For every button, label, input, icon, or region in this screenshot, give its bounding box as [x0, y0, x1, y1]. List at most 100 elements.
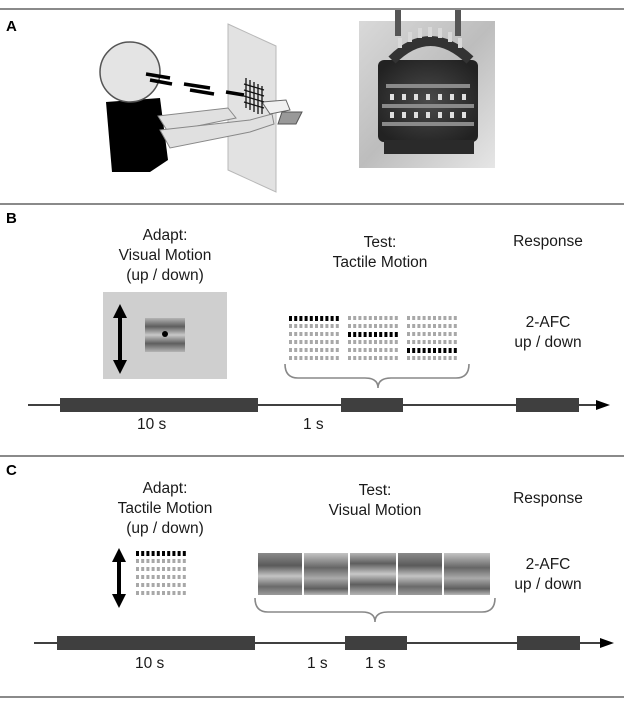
tactile-pin [379, 356, 383, 360]
tactile-pin [412, 316, 416, 320]
tactile-pin [182, 567, 186, 571]
tactile-pin [141, 591, 145, 595]
tactile-pin [289, 348, 292, 352]
timeline-c [34, 636, 614, 650]
tactile-pin [438, 332, 442, 336]
tactile-pin [379, 332, 383, 337]
tactile-pin [427, 324, 431, 328]
tactile-pin [315, 324, 318, 328]
c-afc-label: 2-AFC up / down [498, 555, 598, 595]
tactile-pin [294, 348, 298, 352]
tactile-pin [348, 340, 351, 344]
tactile-pin [448, 332, 452, 336]
c-test-label: Test: Visual Motion [300, 481, 450, 521]
tactile-pin [294, 332, 298, 336]
tactile-pin [167, 567, 171, 571]
tactile-pin [335, 324, 339, 328]
rule-b [0, 203, 624, 205]
tactile-pin [309, 316, 313, 321]
tactile-pin [384, 316, 388, 320]
tactile-pin [368, 348, 372, 352]
tactile-pin [136, 575, 139, 579]
tactile-pin [299, 332, 303, 336]
tactile-pin [309, 324, 313, 328]
tactile-pin [374, 316, 377, 320]
adapt-visual-box [103, 292, 227, 379]
tactile-pin [335, 316, 339, 321]
tactile-pin [141, 567, 145, 571]
tactile-pin [289, 332, 292, 336]
tactile-pin [162, 583, 165, 587]
tactile-pin [299, 316, 303, 321]
tactile-pin [177, 567, 181, 571]
tactile-pin [299, 356, 303, 360]
tactile-pin [407, 356, 410, 360]
tactile-pin [151, 591, 155, 595]
tactile-pin [146, 551, 150, 556]
tactile-pin [358, 348, 362, 352]
tactile-pin [141, 575, 145, 579]
tactile-pin [417, 332, 421, 336]
tactile-pin [443, 316, 447, 320]
tactile-pin [177, 575, 181, 579]
tactile-pin [172, 575, 176, 579]
tactile-pin [156, 551, 160, 556]
tactile-pin [348, 332, 351, 337]
tactile-pin [167, 583, 171, 587]
tactile-pin [389, 332, 393, 337]
tactile-pin [422, 316, 426, 320]
tactile-pin [309, 332, 313, 336]
timeline-c-test-block [345, 636, 407, 650]
tactile-pin [320, 356, 324, 360]
tactile-array-c [136, 551, 186, 595]
tactile-pin [294, 356, 298, 360]
tactile-pin [374, 356, 377, 360]
tactile-pin [320, 316, 324, 321]
tactile-pin [141, 559, 145, 563]
tactile-pin [172, 583, 176, 587]
tactile-pin [422, 348, 426, 353]
tactile-pin [358, 332, 362, 337]
tactile-pin [325, 324, 329, 328]
tactile-pin [433, 340, 436, 344]
tactile-pin [453, 356, 457, 360]
tactile-pin [417, 316, 421, 320]
tactile-pin [412, 356, 416, 360]
c-adapt-line3: (up / down) [126, 520, 204, 537]
tactile-pin [304, 324, 308, 328]
tactile-pin [315, 356, 318, 360]
tactile-pin [320, 340, 324, 344]
tactile-pin [320, 332, 324, 336]
tactile-pin [325, 356, 329, 360]
tactile-pin [407, 324, 410, 328]
tactile-pin [315, 316, 318, 321]
panel-label-c: C [6, 462, 17, 479]
tactile-array-b1 [289, 316, 339, 360]
tactile-pin [422, 340, 426, 344]
tactile-pin [412, 340, 416, 344]
tactile-pin [448, 324, 452, 328]
tactile-pin [394, 324, 398, 328]
b-response-label: Response [513, 233, 583, 250]
tactile-pin [320, 348, 324, 352]
brace-c [254, 597, 496, 623]
tactile-pin [379, 324, 383, 328]
tactile-pin [167, 591, 171, 595]
tactile-pin [289, 324, 292, 328]
tactile-pin [358, 356, 362, 360]
tactile-pin [177, 591, 181, 595]
tactile-pin [182, 591, 186, 595]
tactile-pin [453, 340, 457, 344]
tactile-pin [389, 356, 393, 360]
tactile-pin [304, 332, 308, 336]
tactile-pin [294, 316, 298, 321]
tactile-pin [141, 583, 145, 587]
tactile-pin [182, 583, 186, 587]
up-down-arrow-c [112, 548, 126, 608]
tactile-pin [427, 316, 431, 320]
b-afc-label: 2-AFC up / down [498, 313, 598, 353]
tactile-pin [156, 583, 160, 587]
tactile-pin [172, 551, 176, 556]
tactile-pin [368, 324, 372, 328]
